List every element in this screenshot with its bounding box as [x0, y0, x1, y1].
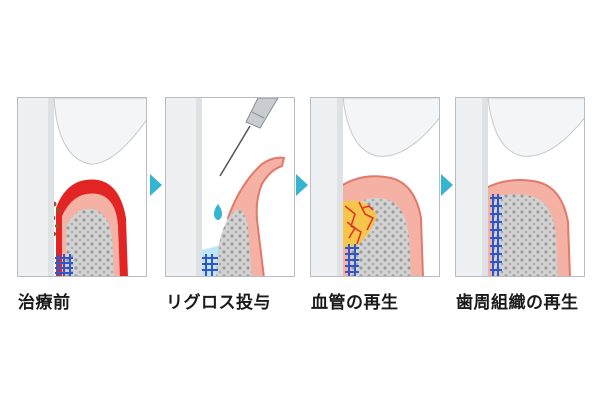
tooth-crown [487, 98, 584, 157]
tooth-crown [342, 98, 439, 157]
vessel-lines [344, 201, 375, 245]
alveolar-bone [66, 208, 114, 276]
arrow-right-icon [441, 174, 453, 196]
tooth-illustration-regenerated [456, 98, 584, 276]
step-panel-blood-vessel-regeneration [310, 97, 440, 277]
tooth-root [456, 98, 482, 276]
step-label: リグロス投与 [166, 293, 271, 313]
tooth-illustration-vessel [311, 98, 439, 276]
tooth-root [166, 98, 196, 276]
step-panel-rigros-administration [165, 97, 295, 277]
periodontal-ligament [202, 254, 218, 276]
step-label: 歯周組織の再生 [456, 293, 579, 313]
periodontal-ligament [55, 254, 73, 276]
step-label: 治療前 [18, 293, 71, 313]
tooth-root [18, 98, 48, 276]
tooth-illustration-before [18, 98, 146, 276]
step-panel-before-treatment [17, 97, 147, 277]
step-panel-periodontal-regeneration [455, 97, 585, 277]
tooth-crown [53, 98, 146, 165]
tooth-root [311, 98, 337, 276]
periodontal-ligament [490, 194, 502, 276]
step-label: 血管の再生 [311, 293, 399, 313]
periodontal-ligament [345, 244, 359, 276]
droplet-icon [214, 204, 222, 220]
arrow-right-icon [296, 174, 308, 196]
alveolar-bone [492, 194, 558, 276]
syringe-icon [219, 98, 279, 177]
arrow-right-icon [150, 174, 162, 196]
alveolar-bone [216, 209, 252, 276]
tooth-illustration-administration [166, 98, 286, 276]
new-blood-vessels [343, 200, 377, 248]
